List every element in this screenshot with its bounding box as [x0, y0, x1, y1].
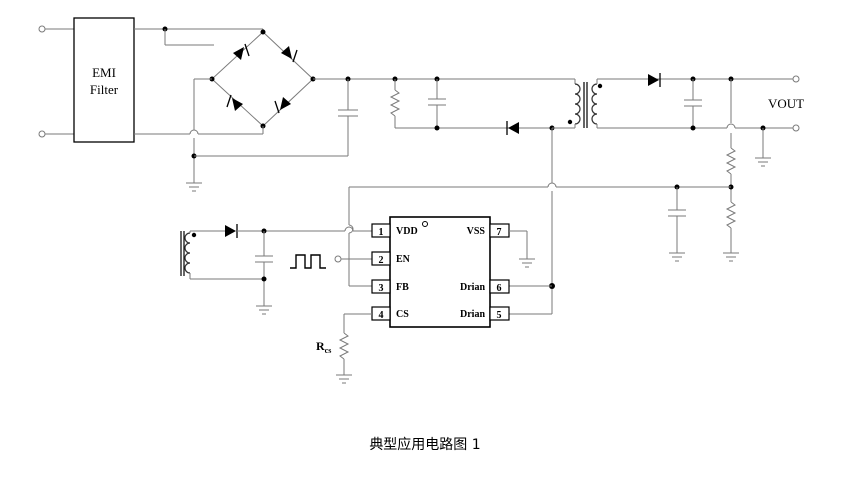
pin1-number: 1 [379, 227, 384, 238]
pin6-name: Drian [460, 282, 485, 293]
pin7-name: VSS [467, 226, 486, 237]
rcs-sub: cs [325, 346, 332, 355]
emi-filter: EMI Filter [73, 17, 135, 143]
current-sense-resistor: Rcs [316, 313, 372, 384]
transformer [552, 79, 603, 129]
aux-winding [180, 224, 372, 315]
vout-label: VOUT [768, 96, 804, 111]
drain-wiring [509, 128, 555, 315]
pin7-number: 7 [497, 227, 502, 238]
pin6-number: 6 [497, 283, 502, 294]
pin2-name: EN [396, 254, 411, 265]
pin3-number: 3 [379, 283, 384, 294]
en-pulse-input [290, 254, 372, 269]
dc-bus [313, 76, 575, 156]
rcs-main: R [316, 339, 325, 353]
figure-caption: 典型应用电路图 1 [369, 437, 481, 453]
pin3-name: FB [396, 282, 409, 293]
pin5-name: Drian [460, 309, 485, 320]
input-terminals [38, 25, 74, 138]
pin1-name: VDD [396, 226, 418, 237]
pin4-number: 4 [379, 310, 384, 321]
emi-label-line2: Filter [90, 82, 119, 97]
vss-ground [509, 230, 535, 268]
pin4-name: CS [396, 309, 409, 320]
bridge-rectifier [134, 26, 348, 192]
output-stage: VOUT [348, 73, 804, 287]
controller-ic: 1 2 3 4 5 6 7 VDD EN FB CS Drian Drian V… [371, 216, 510, 328]
rcs-label: Rcs [316, 339, 331, 355]
pin2-number: 2 [379, 255, 384, 266]
pin5-number: 5 [497, 310, 502, 321]
emi-label-line1: EMI [92, 65, 116, 80]
